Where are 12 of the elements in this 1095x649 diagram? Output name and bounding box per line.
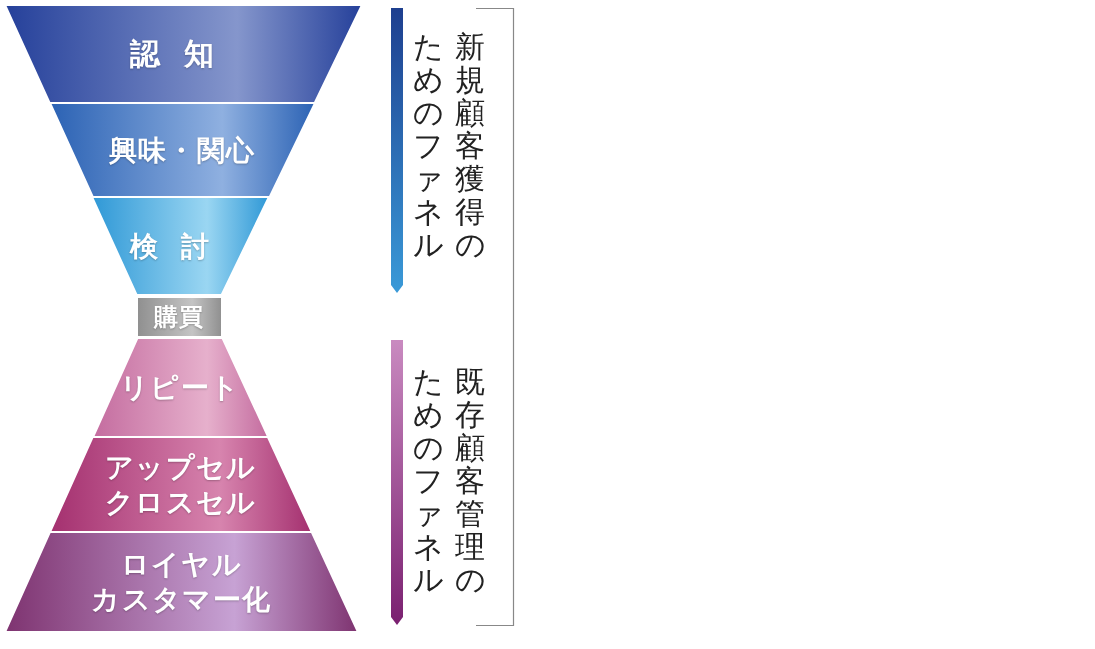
stage-label: 検討: [130, 228, 232, 264]
vertical-caption: 新規顧客獲得の: [455, 30, 485, 261]
stage-label: クロスセル: [104, 484, 257, 520]
stage-label: ロイヤルカスタマー化: [91, 547, 272, 617]
vertical-caption: ためのファネル: [413, 365, 443, 596]
stage-label: アップセル: [104, 449, 257, 485]
vertical-caption: ためのファネル: [413, 30, 443, 261]
stage-label: 購買: [154, 302, 205, 332]
stage-label: 興味・関心: [108, 132, 256, 168]
stage-label: リピート: [119, 370, 241, 405]
stage-label: 認知: [129, 35, 238, 73]
vertical-caption: 既存顧客管理の: [455, 365, 485, 596]
